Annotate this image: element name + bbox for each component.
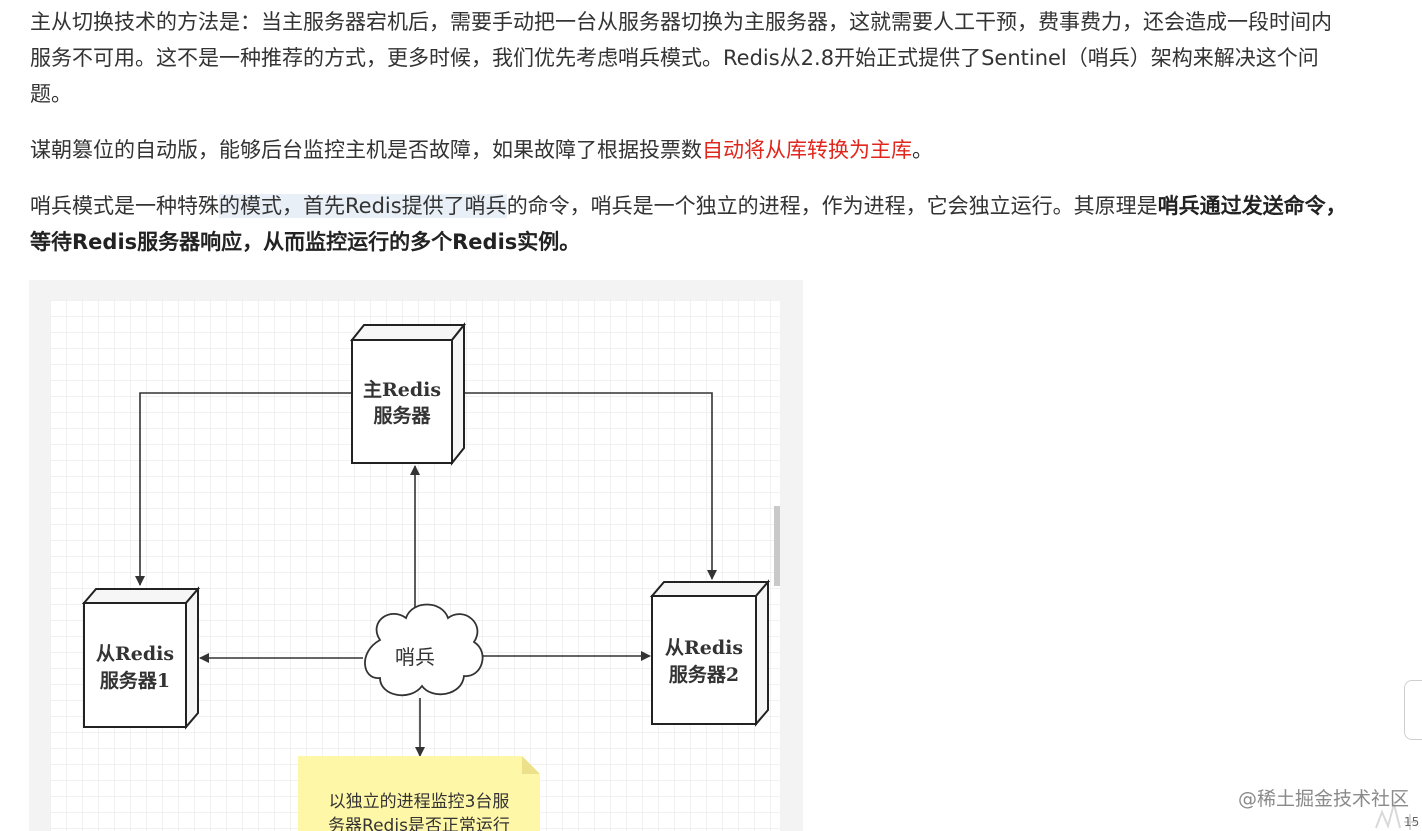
paragraph-sentinel: 哨兵模式是一种特殊的模式，首先Redis提供了哨兵的命令，哨兵是一个独立的进程，… bbox=[30, 188, 1348, 260]
master-server-node: 主Redis 服务器 bbox=[349, 322, 467, 466]
slave1-server-node: 从Redis 服务器1 bbox=[81, 586, 201, 730]
sentinel-cloud-node: 哨兵 bbox=[364, 603, 484, 697]
note-text-2: 务器Redis是否正常运行 bbox=[328, 816, 510, 831]
paragraph-intro: 主从切换技术的方法是：当主服务器宕机后，需要手动把一台从服务器切换为主服务器，这… bbox=[30, 4, 1348, 112]
watermark-text: @稀土掘金技术社区 bbox=[1238, 788, 1410, 810]
highlight-red-text: 自动将从库转换为主库 bbox=[702, 138, 912, 162]
paragraph-sentinel-text-c: 的命令，哨兵是一个独立的进程，作为进程，它会独立运行。其原理是 bbox=[506, 194, 1158, 218]
slave2-server-node: 从Redis 服务器2 bbox=[649, 579, 771, 727]
slave1-label-2: 服务器1 bbox=[100, 669, 170, 692]
sentinel-diagram: 主Redis 服务器 从Redis 服务器1 从Redis 服务器2 哨兵 以独… bbox=[50, 300, 780, 831]
slave1-label-1: 从Redis bbox=[96, 643, 174, 665]
master-label-2: 服务器 bbox=[373, 404, 431, 427]
master-to-slave2-arrow bbox=[462, 392, 717, 580]
paragraph-auto-end: 。 bbox=[912, 138, 933, 162]
selected-text: 的模式，首先Redis提供了哨兵 bbox=[219, 194, 507, 218]
note-text-1: 以独立的进程监控3台服 bbox=[329, 792, 510, 812]
side-float-button[interactable] bbox=[1404, 680, 1422, 740]
slave2-label-2: 服务器2 bbox=[669, 663, 739, 686]
note-box: 以独立的进程监控3台服 务器Redis是否正常运行 bbox=[298, 756, 540, 831]
bold-principle-text: 哨兵通过发送命令，等待Redis服务器响应，从而监控运行的多个Redis实例。 bbox=[30, 194, 1347, 254]
paragraph-auto: 谋朝篡位的自动版，能够后台监控主机是否故障，如果故障了根据投票数自动将从库转换为… bbox=[30, 132, 1348, 168]
paragraph-auto-text: 谋朝篡位的自动版，能够后台监控主机是否故障，如果故障了根据投票数 bbox=[30, 138, 702, 162]
diagram-scrollbar[interactable] bbox=[774, 506, 780, 586]
master-to-slave1-arrow bbox=[135, 392, 352, 586]
paragraph-sentinel-text-a: 哨兵模式是一种特殊 bbox=[30, 194, 219, 218]
master-label-1: 主Redis bbox=[363, 379, 441, 401]
page-number: 15 bbox=[1404, 815, 1420, 829]
sentinel-label: 哨兵 bbox=[395, 645, 435, 669]
paragraph-intro-text: 主从切换技术的方法是：当主服务器宕机后，需要手动把一台从服务器切换为主服务器，这… bbox=[30, 10, 1332, 106]
slave2-label-1: 从Redis bbox=[665, 637, 743, 659]
corner-scribble-icon bbox=[1375, 800, 1416, 830]
